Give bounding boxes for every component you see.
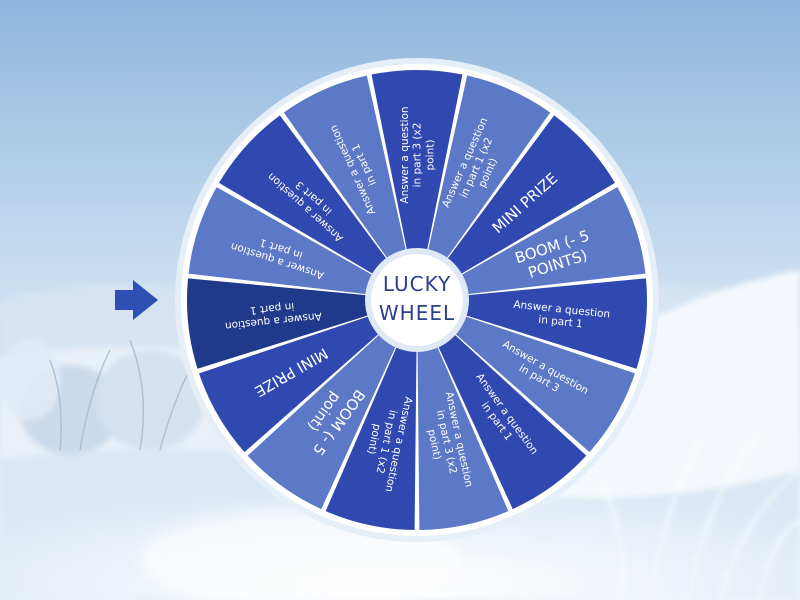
wheel-segment xyxy=(464,278,647,369)
frosted-grass-icon xyxy=(598,429,800,600)
wheel-segment-label: Answer a questionin part 3 (x2point) xyxy=(399,106,436,203)
wheel-segments xyxy=(186,70,647,530)
wheel-segment xyxy=(283,75,407,260)
wheel-segment xyxy=(417,345,509,530)
center-hub[interactable] xyxy=(371,254,463,346)
spin-button[interactable]: LUCKY WHEEL xyxy=(365,248,469,352)
wheel-segment xyxy=(427,75,551,260)
wheel-segment xyxy=(454,315,635,453)
wheel-segment xyxy=(437,333,587,510)
lucky-wheel[interactable]: Answer a questionin part 3 (x2point)Answ… xyxy=(175,58,659,542)
wheel-segment xyxy=(446,115,615,275)
wheel-segment xyxy=(325,345,417,530)
wheel-title-line1: LUCKY xyxy=(383,272,451,296)
wheel-segment xyxy=(186,278,370,369)
wheel-segment xyxy=(247,333,397,510)
wheel-segment xyxy=(199,315,380,453)
wheel-segment xyxy=(371,70,463,251)
wheel-segment xyxy=(188,187,374,295)
wheel-segment xyxy=(460,187,646,295)
arrow-right-icon xyxy=(115,280,158,320)
wheel-segment xyxy=(219,115,388,275)
wheel-title-line2: WHEEL xyxy=(379,301,455,325)
